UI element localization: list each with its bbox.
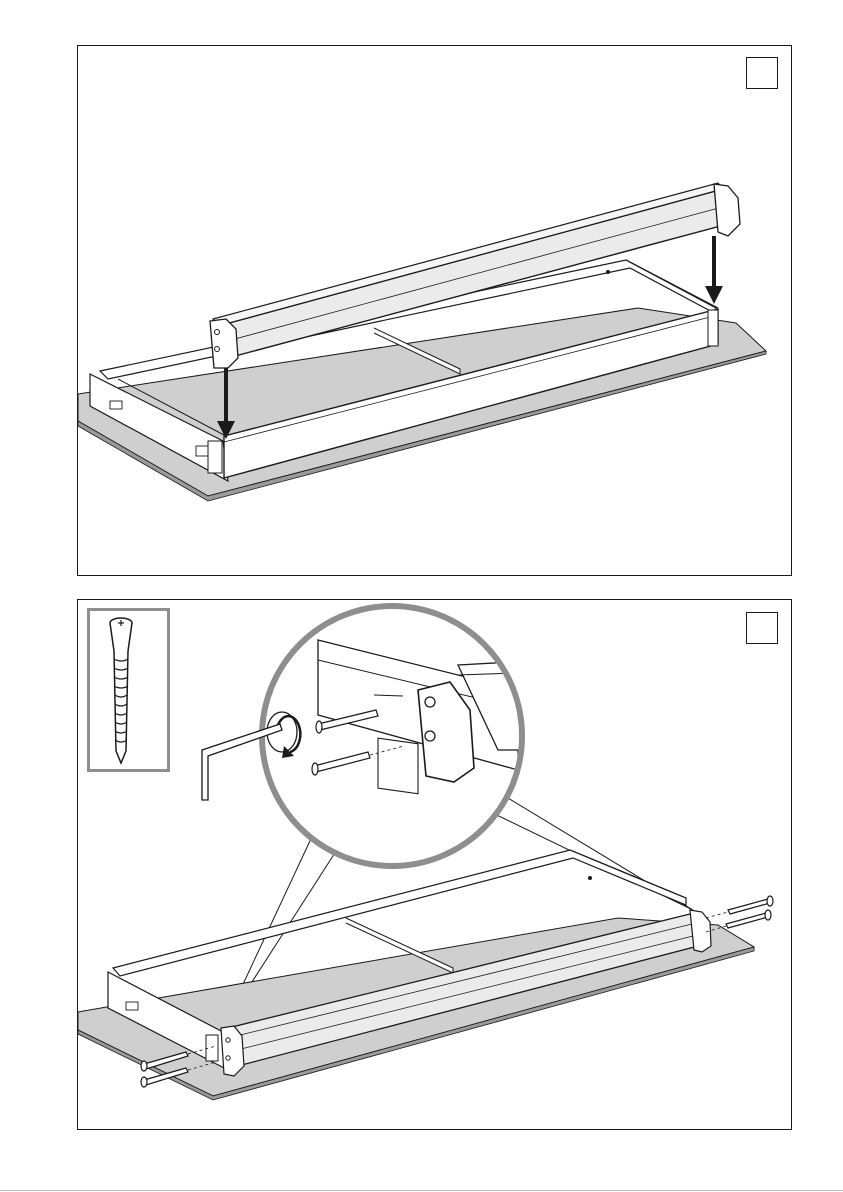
step-panel-1 (77, 45, 792, 576)
back-wall-hole (606, 270, 610, 274)
slide-bracket-left-1 (110, 401, 122, 409)
page-bottom-rule (0, 1190, 843, 1191)
screw-fastening-illustration (78, 600, 792, 1130)
rail-end-cap-left (210, 319, 238, 368)
down-arrow-icon (705, 236, 723, 304)
step-panel-2 (77, 599, 792, 1130)
slide-bracket-left-1 (126, 1002, 138, 1010)
corner-plate-right (708, 310, 718, 346)
drawer-right-side (570, 850, 686, 898)
rail-end-cap-left (221, 1026, 244, 1076)
back-wall-hole (588, 876, 592, 880)
rail-end-cap-right (714, 184, 740, 236)
slide-bracket-left-2 (196, 446, 208, 456)
corner-plate-left (208, 441, 222, 473)
rail-mounting-illustration (78, 46, 792, 576)
top-rail-top (213, 183, 723, 326)
detail-magnifier-circle (262, 606, 548, 866)
drawer-right-side (626, 260, 718, 308)
rail-end-cap-right (690, 910, 711, 952)
